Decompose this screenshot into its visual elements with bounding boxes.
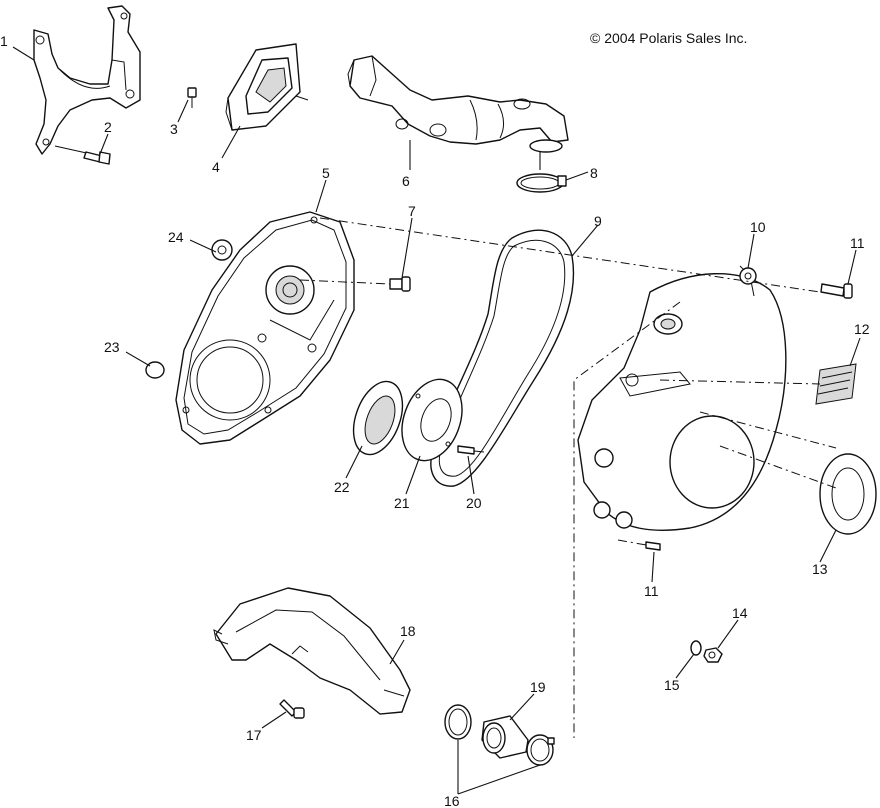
part-21-plate — [401, 378, 463, 462]
callout-3: 3 — [170, 121, 178, 137]
part-9-drive-belt — [430, 229, 575, 487]
assembly-line-12 — [659, 379, 821, 385]
callout-11-lower: 11 — [644, 583, 659, 599]
callout-4: 4 — [212, 159, 220, 175]
callout-8: 8 — [590, 165, 598, 181]
part-18-duct — [213, 587, 411, 715]
part-6-intake-duct — [347, 55, 569, 170]
part-24-inner-cover — [175, 211, 355, 445]
copyright-notice: © 2004 Polaris Sales Inc. — [590, 30, 747, 46]
part-10-outer-cover — [577, 265, 787, 531]
callout-16: 16 — [444, 793, 460, 808]
callout-15: 15 — [664, 677, 680, 693]
callout-7: 7 — [408, 203, 416, 219]
part-1-bracket — [33, 5, 141, 155]
part-7-bolt — [299, 276, 411, 292]
part-2-bolt — [54, 145, 111, 165]
part-16-clamp-right — [526, 734, 555, 766]
callout-18: 18 — [400, 623, 416, 639]
callout-5: 5 — [322, 165, 330, 181]
callout-9: 9 — [594, 213, 602, 229]
part-4-intake-housing — [225, 43, 309, 131]
part-15-washer — [690, 640, 702, 656]
callout-11-upper: 11 — [850, 235, 865, 251]
part-17-bolt — [279, 699, 305, 719]
callout-17: 17 — [246, 727, 262, 743]
callout-14: 14 — [732, 605, 748, 621]
callout-6: 6 — [402, 173, 410, 189]
part-23-plug — [145, 361, 165, 379]
part-19-sleeve — [481, 715, 529, 759]
callout-20: 20 — [466, 495, 482, 511]
callout-21: 21 — [394, 495, 410, 511]
assembly-line-10 — [573, 301, 681, 738]
assembly-line-ring — [719, 445, 837, 489]
callout-13: 13 — [812, 561, 828, 577]
part-20-screw — [457, 445, 485, 455]
callout-10: 10 — [750, 219, 766, 235]
callout-24: 24 — [168, 229, 184, 245]
part-12-decal — [815, 363, 857, 405]
part-22-seal — [352, 380, 404, 456]
callout-12: 12 — [854, 321, 870, 337]
part-11-bolt-upper — [820, 283, 853, 299]
part-16-clamp-left — [444, 704, 472, 740]
assembly-line-5-11 — [319, 217, 821, 293]
part-13-ring — [819, 453, 877, 535]
part-3-screw — [187, 87, 197, 108]
assembly-line-13 — [699, 411, 837, 449]
leader-lines — [12, 46, 861, 795]
callout-labels: 1 2 3 4 5 6 7 8 9 10 11 12 13 14 15 16 1… — [0, 33, 870, 808]
part-8-hose-clamp — [516, 173, 567, 193]
part-11-bolt-lower — [617, 539, 661, 551]
part-14-nut — [703, 647, 723, 663]
callout-23: 23 — [104, 339, 120, 355]
callout-19: 19 — [530, 679, 546, 695]
callout-22: 22 — [334, 479, 350, 495]
callout-2: 2 — [104, 119, 112, 135]
callout-1: 1 — [0, 33, 8, 49]
